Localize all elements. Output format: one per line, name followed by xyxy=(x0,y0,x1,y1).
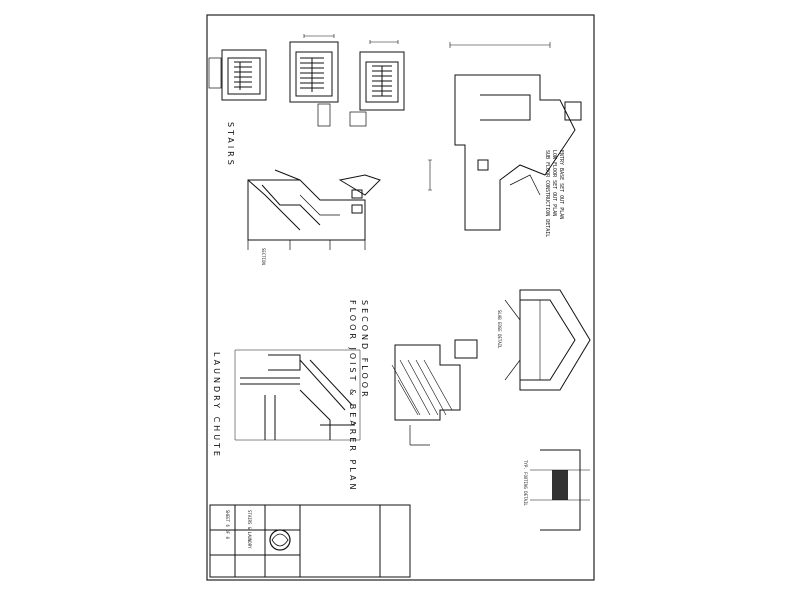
footing-detail-note: TYP. FOOTING DETAIL xyxy=(523,460,528,506)
base-plan-title-2: LOW FLOOR SET OUT PLAN xyxy=(551,150,557,216)
title-block-sheet: SHEET 6 OF 8 xyxy=(225,510,230,539)
laundry-chute-section xyxy=(234,349,361,441)
sheet-border xyxy=(206,14,595,581)
stair-plans xyxy=(208,34,405,127)
building-section xyxy=(247,169,381,250)
section-note: SECTION xyxy=(261,248,266,265)
floor-plan-title-2: FLOOR JOIST & BEARER PLAN xyxy=(348,300,357,492)
base-plan-title-3: SUB FLOOR CONSTRUCTION DETAIL xyxy=(544,150,550,237)
stairs-label: STAIRS xyxy=(226,122,235,168)
floor-plan-title-1: SECOND FLOOR xyxy=(360,300,369,400)
base-plan-title-1: ENTRY BASE SET OUT PLAN xyxy=(558,150,564,219)
footing-detail xyxy=(530,449,590,531)
roof-detail xyxy=(504,289,591,391)
laundry-chute-label: LAUNDRY CHUTE xyxy=(212,352,221,459)
title-block-drawing: STAIRS & LAUNDRY xyxy=(247,510,252,549)
floor-joist-plan xyxy=(391,339,478,446)
entry-base-setout-plan xyxy=(428,42,582,231)
title-block xyxy=(209,504,411,578)
roof-detail-note: SLAB EDGE DETAIL xyxy=(497,310,502,349)
